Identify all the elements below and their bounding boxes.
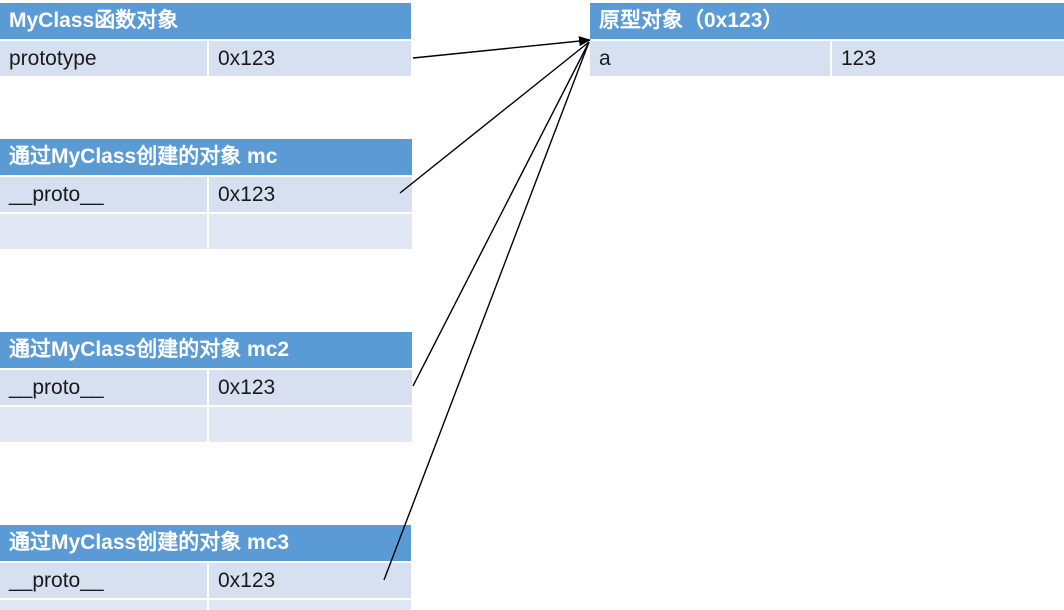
instance-mc2-proto-row: __proto__ 0x123 (0, 370, 412, 405)
instance-mc-title: 通过MyClass创建的对象 mc (0, 139, 412, 175)
instance-mc-empty-row (0, 214, 412, 249)
proto-value: 0x123 (209, 370, 412, 405)
instance-mc3-title: 通过MyClass创建的对象 mc3 (0, 525, 411, 561)
property-a-key: a (590, 41, 830, 76)
myclass-function-table: MyClass函数对象 prototype 0x123 (0, 3, 411, 76)
instance-mc3-proto-row: __proto__ 0x123 (0, 563, 411, 598)
instance-mc2-empty-row (0, 407, 412, 442)
mc3-proto-reference-arrow (383, 41, 590, 581)
prototype-key: prototype (0, 41, 207, 76)
proto-value: 0x123 (209, 177, 412, 212)
prototype-object-title: 原型对象（0x123） (590, 3, 1064, 39)
proto-key: __proto__ (0, 177, 207, 212)
empty-cell (209, 214, 412, 249)
property-a-value: 123 (832, 41, 1064, 76)
instance-mc2-table: 通过MyClass创建的对象 mc2 __proto__ 0x123 (0, 332, 412, 442)
proto-value: 0x123 (209, 563, 411, 598)
myclass-function-title: MyClass函数对象 (0, 3, 411, 39)
mc2-proto-reference-arrow (412, 41, 590, 387)
instance-mc2-title: 通过MyClass创建的对象 mc2 (0, 332, 412, 368)
proto-key: __proto__ (0, 370, 207, 405)
mc-proto-reference-arrow (399, 41, 590, 194)
instance-mc-table: 通过MyClass创建的对象 mc __proto__ 0x123 (0, 139, 412, 249)
prototype-object-row: a 123 (590, 41, 1064, 76)
myclass-prototype-row: prototype 0x123 (0, 41, 411, 76)
empty-cell (0, 214, 207, 249)
empty-cell (209, 407, 412, 442)
proto-key: __proto__ (0, 563, 207, 598)
instance-mc-proto-row: __proto__ 0x123 (0, 177, 412, 212)
prototype-reference-arrow (412, 36, 591, 59)
empty-cell (0, 407, 207, 442)
prototype-object-table: 原型对象（0x123） a 123 (590, 3, 1064, 76)
prototype-value: 0x123 (209, 41, 411, 76)
